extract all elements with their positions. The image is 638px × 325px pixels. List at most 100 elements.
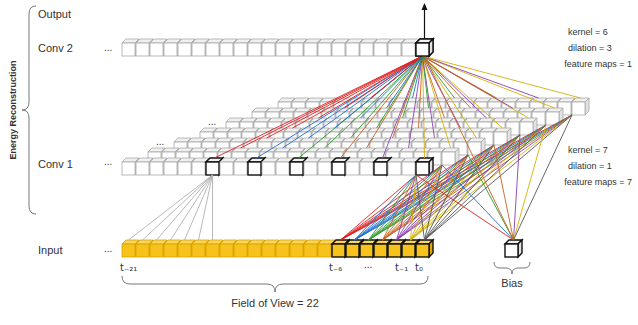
param-note: kernel = 7 bbox=[566, 146, 610, 156]
receptive-line bbox=[143, 175, 213, 240]
receptive-line bbox=[199, 175, 213, 240]
dilated-line bbox=[267, 56, 423, 138]
input-cell-front bbox=[290, 244, 303, 257]
bias-brace bbox=[494, 262, 530, 274]
dilated-line bbox=[335, 56, 423, 128]
dilated-line bbox=[423, 56, 513, 108]
layer-label: Conv 1 bbox=[38, 158, 73, 170]
input-cell-front bbox=[206, 244, 219, 257]
kernel-line bbox=[397, 145, 495, 240]
dilated-line bbox=[413, 56, 423, 98]
dilated-line bbox=[423, 56, 529, 118]
receptive-line bbox=[212, 175, 213, 240]
input-cell-front bbox=[248, 244, 261, 257]
kernel-line bbox=[383, 175, 417, 240]
dilated-line bbox=[423, 56, 429, 108]
conv1-cell-front bbox=[442, 152, 455, 165]
kernel-line bbox=[383, 135, 521, 240]
dilated-line bbox=[423, 56, 471, 108]
input-cell-front bbox=[346, 244, 359, 257]
conv2-cell-front bbox=[304, 43, 317, 56]
kernel-line bbox=[355, 125, 547, 240]
conv1-cell-front bbox=[192, 162, 205, 175]
input-cell-front bbox=[192, 244, 205, 257]
receptive-line bbox=[185, 175, 213, 240]
dilated-line bbox=[309, 56, 423, 138]
bias-line bbox=[514, 125, 547, 240]
kernel-line bbox=[425, 145, 495, 240]
time-label: t₋₁ bbox=[395, 262, 408, 273]
param-note: dilation = 1 bbox=[566, 162, 614, 172]
conv2-cell-front bbox=[164, 43, 177, 56]
time-label: t₀ bbox=[415, 262, 423, 273]
conv2-cell-front bbox=[234, 43, 247, 56]
field-brace bbox=[122, 276, 428, 292]
output-cell-front bbox=[416, 43, 429, 56]
conv2-cell-front bbox=[122, 43, 135, 56]
conv2-cell-front bbox=[206, 43, 219, 56]
conv2-cell-front bbox=[332, 43, 345, 56]
kernel-line bbox=[416, 175, 425, 240]
input-cell-front bbox=[304, 244, 317, 257]
input-cell-front bbox=[164, 244, 177, 257]
conv1-cell-front bbox=[402, 162, 415, 175]
input-cell-front bbox=[262, 244, 275, 257]
conv2-cell-front bbox=[178, 43, 191, 56]
kernel-line bbox=[411, 145, 495, 240]
output-arrow bbox=[424, 8, 425, 39]
kernel-line bbox=[341, 155, 469, 240]
receptive-line bbox=[171, 175, 213, 240]
input-cell-front bbox=[150, 244, 163, 257]
kernel-line bbox=[355, 145, 495, 240]
conv2-cell-front bbox=[248, 43, 261, 56]
dilated-line bbox=[371, 56, 423, 98]
output-arrowhead bbox=[422, 3, 428, 10]
dilated-line bbox=[383, 56, 423, 158]
dilated-line bbox=[423, 56, 555, 108]
bias-line bbox=[442, 165, 514, 240]
kernel-line bbox=[369, 125, 547, 240]
ellipsis: ... bbox=[104, 42, 112, 53]
conv1-cell-front bbox=[262, 162, 275, 175]
conv1-cell-front bbox=[164, 162, 177, 175]
input-cell-front bbox=[416, 244, 429, 257]
conv1-cell-front bbox=[248, 162, 261, 175]
conv2-cell-front bbox=[388, 43, 401, 56]
kernel-line bbox=[355, 135, 521, 240]
kernel-line bbox=[355, 115, 573, 240]
kernel-line bbox=[397, 115, 573, 240]
time-label: t₋₂₁ bbox=[120, 262, 137, 273]
conv1-cell-front bbox=[276, 162, 289, 175]
field-of-view-label: Field of View = 22 bbox=[231, 297, 319, 309]
bias-label: Bias bbox=[501, 277, 522, 289]
dilated-line bbox=[319, 56, 423, 118]
conv2-cell-front bbox=[416, 43, 429, 56]
ellipsis: ... bbox=[104, 156, 112, 167]
conv2-cell-front bbox=[150, 43, 163, 56]
dilated-line bbox=[377, 56, 423, 128]
kernel-line bbox=[383, 145, 495, 240]
conv1-cell-front bbox=[234, 162, 247, 175]
bias-line bbox=[416, 175, 514, 240]
conv1-cell-front bbox=[206, 162, 219, 175]
conv1-cell-front bbox=[332, 162, 345, 175]
conv2-cell-front bbox=[402, 43, 415, 56]
conv1-cell-front bbox=[468, 142, 481, 155]
input-cell-front bbox=[318, 244, 331, 257]
input-cell-front bbox=[360, 244, 373, 257]
conv1-cell-front bbox=[494, 132, 507, 145]
bias-line bbox=[514, 135, 521, 240]
kernel-line bbox=[411, 115, 573, 240]
conv1-cell-front bbox=[374, 162, 387, 175]
conv2-cell-front bbox=[346, 43, 359, 56]
kernel-line bbox=[355, 155, 469, 240]
dilated-line bbox=[341, 56, 423, 158]
dilated-line bbox=[423, 56, 581, 98]
conv1-cell-front bbox=[388, 162, 401, 175]
input-cell-front bbox=[276, 244, 289, 257]
param-note: feature maps = 7 bbox=[562, 178, 634, 188]
dilated-line bbox=[423, 56, 539, 98]
conv1-cell-front bbox=[346, 162, 359, 175]
